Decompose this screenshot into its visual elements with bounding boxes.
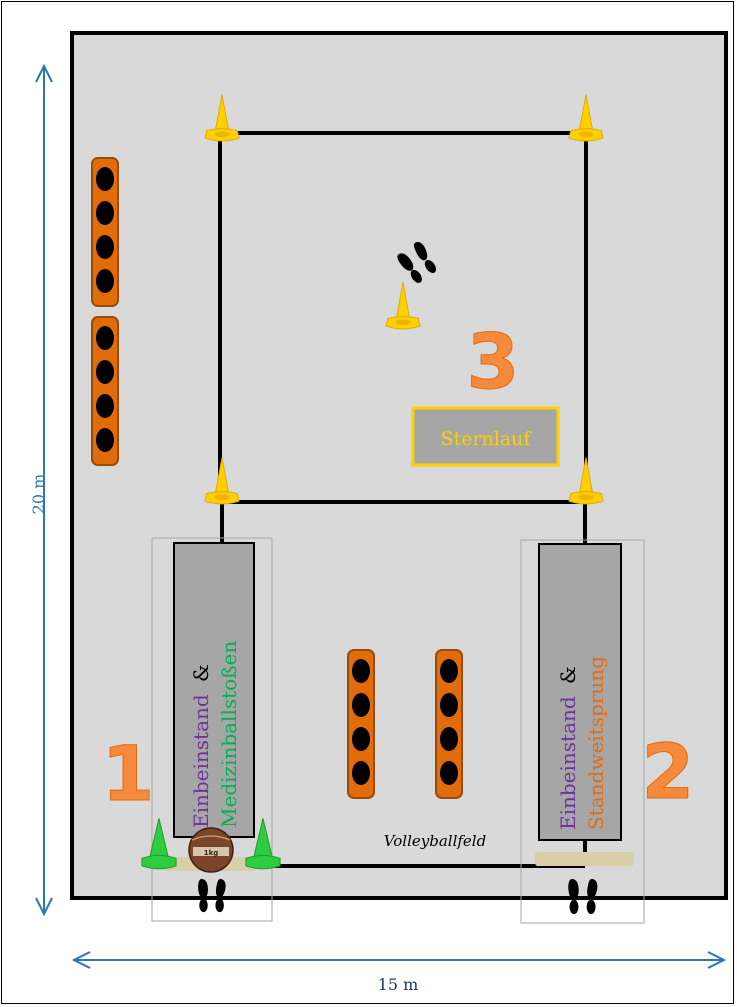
station-2-frame — [520, 539, 645, 924]
station-2-mat — [538, 543, 622, 841]
station-1-label: Einbeinstand & Medizinballstoßen — [189, 641, 241, 828]
svg-text:Einbeinstand &: Einbeinstand & — [189, 664, 213, 828]
height-dimension-arrow — [35, 63, 53, 917]
station-1-mat — [173, 542, 255, 838]
sternlauf-square — [218, 131, 588, 504]
width-dimension-arrow — [71, 951, 727, 969]
station-number-3: 3 — [467, 317, 520, 406]
ladder-icon — [347, 648, 375, 800]
station-1-frame — [151, 537, 273, 922]
ladder-icon — [91, 315, 119, 467]
sternlauf-label: Sternlauf — [441, 428, 533, 450]
svg-text:Standweitsprung: Standweitsprung — [584, 656, 608, 830]
playing-field — [70, 31, 728, 900]
height-label: 20 m — [29, 474, 48, 515]
medicine-ball-icon: 1kg — [188, 827, 234, 873]
svg-text:1kg: 1kg — [204, 849, 219, 857]
mat-icon — [535, 852, 634, 866]
svg-text:Einbeinstand &: Einbeinstand & — [556, 666, 580, 830]
sternlauf-label-box — [411, 406, 560, 467]
ladder-icon — [91, 157, 119, 307]
station-2-label: Einbeinstand & Standweitsprung — [556, 656, 608, 830]
station-number-2: 2 — [642, 727, 695, 816]
width-label: 15 m — [378, 975, 419, 994]
volleyballfeld-label: Volleyballfeld — [384, 832, 486, 850]
svg-text:Medizinballstoßen: Medizinballstoßen — [217, 641, 241, 828]
ladder-icon — [435, 648, 463, 800]
station-number-1: 1 — [102, 729, 155, 818]
